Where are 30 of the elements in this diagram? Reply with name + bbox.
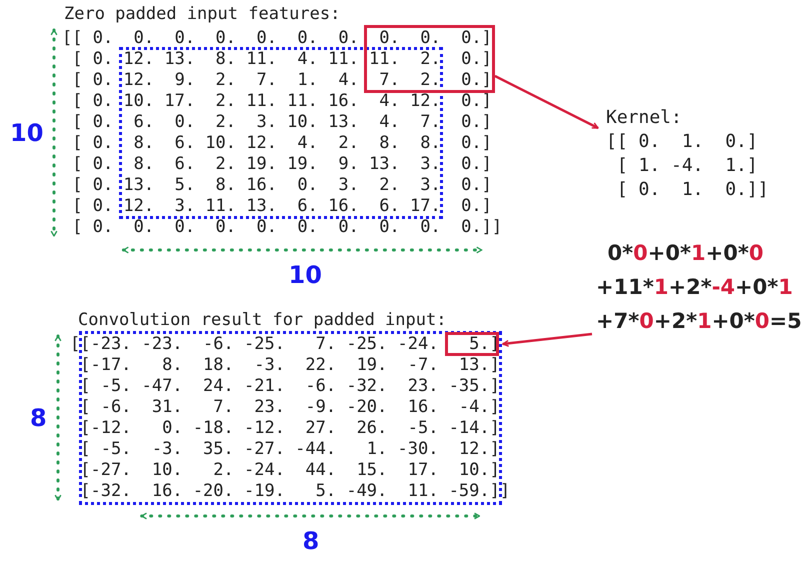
dimension-label: 10 — [288, 262, 322, 288]
matrix-row: [ -5. -47. 24. -21. -6. -32. 23. -35.] — [80, 376, 500, 397]
matrix-row: [ 0. 8. 6. 10. 12. 4. 2. 8. 8. 0.] — [72, 133, 492, 154]
matrix-row: [-17. 8. 18. -3. 22. 19. -7. 13.] — [80, 355, 500, 376]
matrix-row: [ -6. 31. 7. 23. -9. -20. 16. -4.] — [80, 397, 500, 418]
heading: Convolution result for padded input: — [78, 310, 446, 331]
matrix-row: [ 0. 0. 0. 0. 0. 0. 0. 0. 0. 0.]] — [72, 217, 502, 238]
matrix-row: [[-23. -23. -6. -25. 7. -25. -24. 5.] — [70, 334, 500, 355]
formula-text: 0*0+0*1+0*0 +11*1+2*-4+0*1 +7*0+2*1+0*0=5 — [596, 236, 802, 338]
dimension-label: 10 — [10, 120, 44, 146]
matrix-row: [[ 0. 0. 0. 0. 0. 0. 0. 0. 0. 0.] — [62, 28, 492, 49]
matrix-row: [ 0. 8. 6. 2. 19. 19. 9. 13. 3. 0.] — [72, 154, 492, 175]
matrix-row: [-27. 10. 2. -24. 44. 15. 17. 10.] — [80, 460, 500, 481]
matrix-row: [-32. 16. -20. -19. 5. -49. 11. -59.]] — [80, 481, 510, 502]
kernel-matrix: Kernel: [[ 0. 1. 0.] [ 1. -4. 1.] [ 0. 1. 0.]] — [606, 106, 769, 202]
matrix-row: [-12. 0. -18. -12. 27. 26. -5. -14.] — [80, 418, 500, 439]
matrix-row: [ 0. 12. 3. 11. 13. 6. 16. 6. 17. 0.] — [72, 196, 492, 217]
matrix-row: [ -5. -3. 35. -27. -44. 1. -30. 12.] — [80, 439, 500, 460]
matrix-row: [ 0. 12. 13. 8. 11. 4. 11. 11. 2. 0.] — [72, 49, 492, 70]
dimension-label: 8 — [302, 528, 320, 554]
matrix-row: [ 0. 6. 0. 2. 3. 10. 13. 4. 7. 0.] — [72, 112, 492, 133]
matrix-row: [ 0. 13. 5. 8. 16. 0. 3. 2. 3. 0.] — [72, 175, 492, 196]
matrix-row: [ 0. 12. 9. 2. 7. 1. 4. 7. 2. 0.] — [72, 70, 492, 91]
heading: Zero padded input features: — [64, 4, 340, 25]
arrow — [494, 74, 599, 130]
matrix-row: [ 0. 10. 17. 2. 11. 11. 16. 4. 12. 0.] — [72, 91, 492, 112]
dotted-outline — [119, 47, 443, 219]
arrow — [502, 332, 592, 347]
highlight-box — [364, 25, 495, 93]
dimension-label: 8 — [30, 405, 47, 431]
